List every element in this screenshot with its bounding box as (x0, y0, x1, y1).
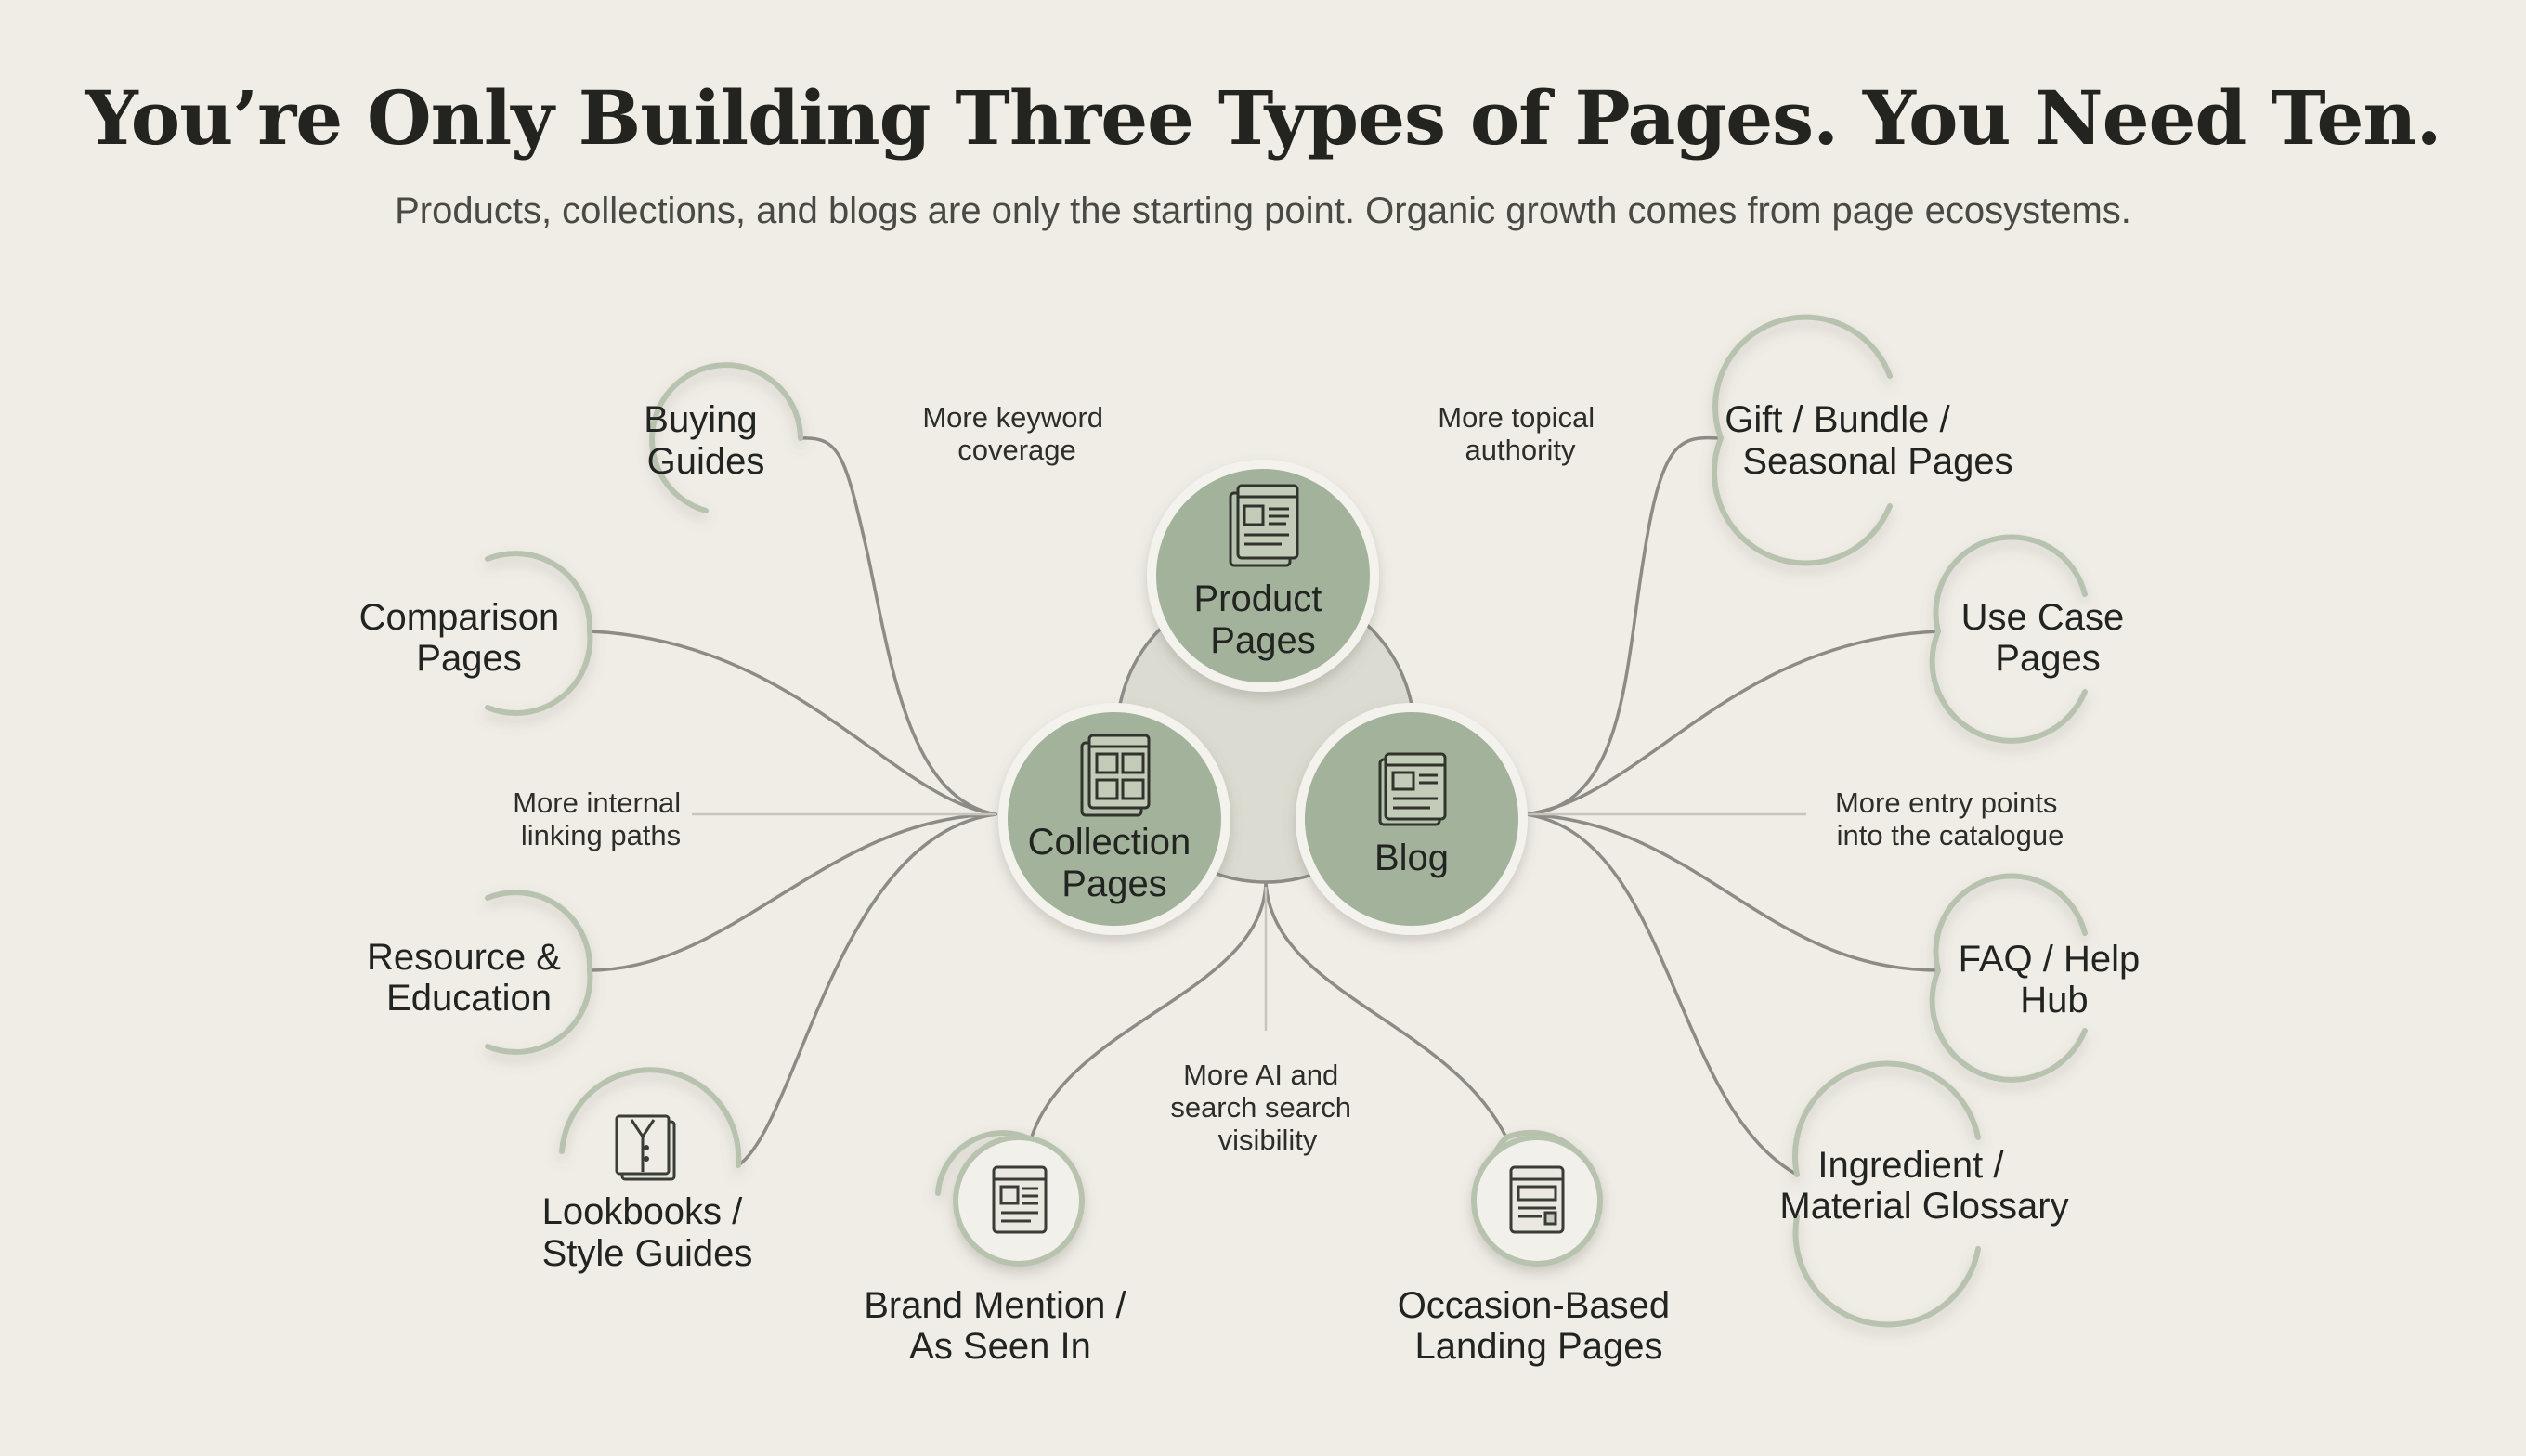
lookbooks-label-1: Lookbooks / (542, 1191, 744, 1232)
node-collection-pages[interactable]: Collection Pages (998, 703, 1230, 935)
annotation-ai-visibility: More AI and search search visibility (1170, 1059, 1359, 1156)
node-faq-help[interactable]: FAQ / Help Hub (1959, 939, 2151, 1020)
ring-resource (485, 890, 593, 973)
svg-text:Product Pages: Product Pages (1194, 578, 1333, 661)
annotation-keyword-coverage: More keyword coverage (922, 401, 1111, 466)
node-resource-education[interactable]: Resource & Education (367, 937, 571, 1019)
annotation-internal-linking: More internal linking paths (513, 786, 689, 852)
annotation-topical-authority: More topical authority (1438, 401, 1602, 466)
glossary-label-2: Material Glossary (1779, 1186, 2068, 1227)
lookbook-jacket-icon (615, 1114, 676, 1181)
product-page-icon (1229, 484, 1299, 567)
node-use-case[interactable]: Use Case Pages (1961, 597, 2135, 679)
node-gift-bundle[interactable]: Gift / Bundle / Seasonal Pages (1725, 399, 2012, 482)
glossary-label-1: Ingredient / (1817, 1145, 2004, 1186)
occasion-label-2: Landing Pages (1415, 1326, 1663, 1367)
connector-lookbooks (736, 812, 997, 1167)
ring-brand-mention (935, 1130, 1034, 1196)
node-occasion-landing[interactable]: Occasion-Based Landing Pages (1398, 1285, 1681, 1367)
buying-guides-label-1: Buying (644, 399, 757, 440)
annotation-entry-points: More entry points into the catalogue (1835, 786, 2065, 852)
landing-page-icon (1509, 1165, 1565, 1234)
gift-label-1: Gift / Bundle / (1725, 399, 1950, 440)
blog-label: Blog (1374, 838, 1449, 878)
node-comparison-pages[interactable]: Comparison Pages (359, 597, 570, 679)
gift-label-2: Seasonal Pages (1742, 441, 2012, 482)
faq-label-1: FAQ / Help (1959, 939, 2141, 980)
node-glossary[interactable]: Ingredient / Material Glossary (1779, 1145, 2068, 1227)
node-product-pages[interactable]: Product Pages (1147, 460, 1379, 692)
connector-gift (1524, 436, 1723, 816)
resource-label-1: Resource & (367, 937, 561, 978)
product-pages-label-1: Product (1194, 578, 1322, 619)
connector-brand-mention (1029, 880, 1268, 1141)
buying-guides-label-2: Guides (647, 441, 765, 482)
brand-mention-label-2: As Seen In (909, 1326, 1091, 1367)
occasion-disc (1471, 1135, 1603, 1267)
comparison-label-1: Comparison (359, 597, 560, 638)
lookbooks-label-2: Style Guides (542, 1233, 753, 1274)
collection-grid-icon (1080, 734, 1151, 817)
connector-faq (1524, 812, 1940, 972)
collection-pages-label-2: Pages (1061, 864, 1166, 904)
connector-resource (588, 812, 997, 972)
annotation-guides (692, 812, 1806, 1031)
ring-buying-guides (649, 362, 803, 514)
connector-occasion (1264, 880, 1508, 1139)
brand-mention-disc (953, 1135, 1085, 1267)
product-pages-label-2: Pages (1210, 620, 1315, 661)
ring-glossary-lower (1792, 1214, 1981, 1328)
ring-resource-lower (485, 968, 593, 1055)
connector-use-case (1524, 630, 1940, 816)
ring-gift-lower (1712, 436, 1893, 566)
ring-comparison-lower (485, 629, 593, 716)
node-lookbooks[interactable]: Lookbooks / Style Guides (542, 1191, 753, 1274)
ring-lookbooks (559, 1067, 742, 1168)
ring-faq-lower (1929, 968, 2088, 1083)
collection-pages-label-1: Collection (1028, 822, 1191, 863)
press-article-icon (992, 1165, 1048, 1234)
ring-gift (1712, 314, 1893, 441)
ring-faq (1933, 873, 2088, 973)
connector-glossary (1524, 812, 1799, 1176)
page-title: You’re Only Building Three Types of Page… (85, 74, 2442, 162)
faq-label-2: Hub (2020, 980, 2088, 1020)
core-pages-cluster: Product Pages Collection Pages (998, 460, 1528, 935)
comparison-label-2: Pages (416, 638, 521, 679)
svg-text:Blog: Blog (1374, 838, 1449, 878)
node-buying-guides[interactable]: Buying Guides (644, 399, 767, 482)
blog-article-icon (1378, 752, 1447, 826)
ring-glossary (1792, 1060, 1981, 1177)
ring-use-case-lower (1929, 629, 2088, 744)
page-subtitle: Products, collections, and blogs are onl… (395, 190, 2131, 231)
brand-mention-label-1: Brand Mention / (864, 1285, 1126, 1326)
svg-text:Collection Pages: Collection Pages (1028, 822, 1202, 904)
connector-comparison (588, 630, 997, 816)
node-blog[interactable]: Blog (1296, 703, 1528, 935)
use-case-label-2: Pages (1995, 638, 2100, 679)
ring-comparison (485, 551, 593, 634)
node-brand-mention[interactable]: Brand Mention / As Seen In (864, 1285, 1137, 1367)
resource-label-2: Education (386, 978, 552, 1019)
connector-buying-guides (799, 436, 997, 816)
occasion-label-1: Occasion-Based (1398, 1285, 1670, 1326)
ring-use-case (1933, 534, 2088, 634)
connector-lines (588, 436, 1940, 1176)
use-case-label-1: Use Case (1961, 597, 2125, 638)
